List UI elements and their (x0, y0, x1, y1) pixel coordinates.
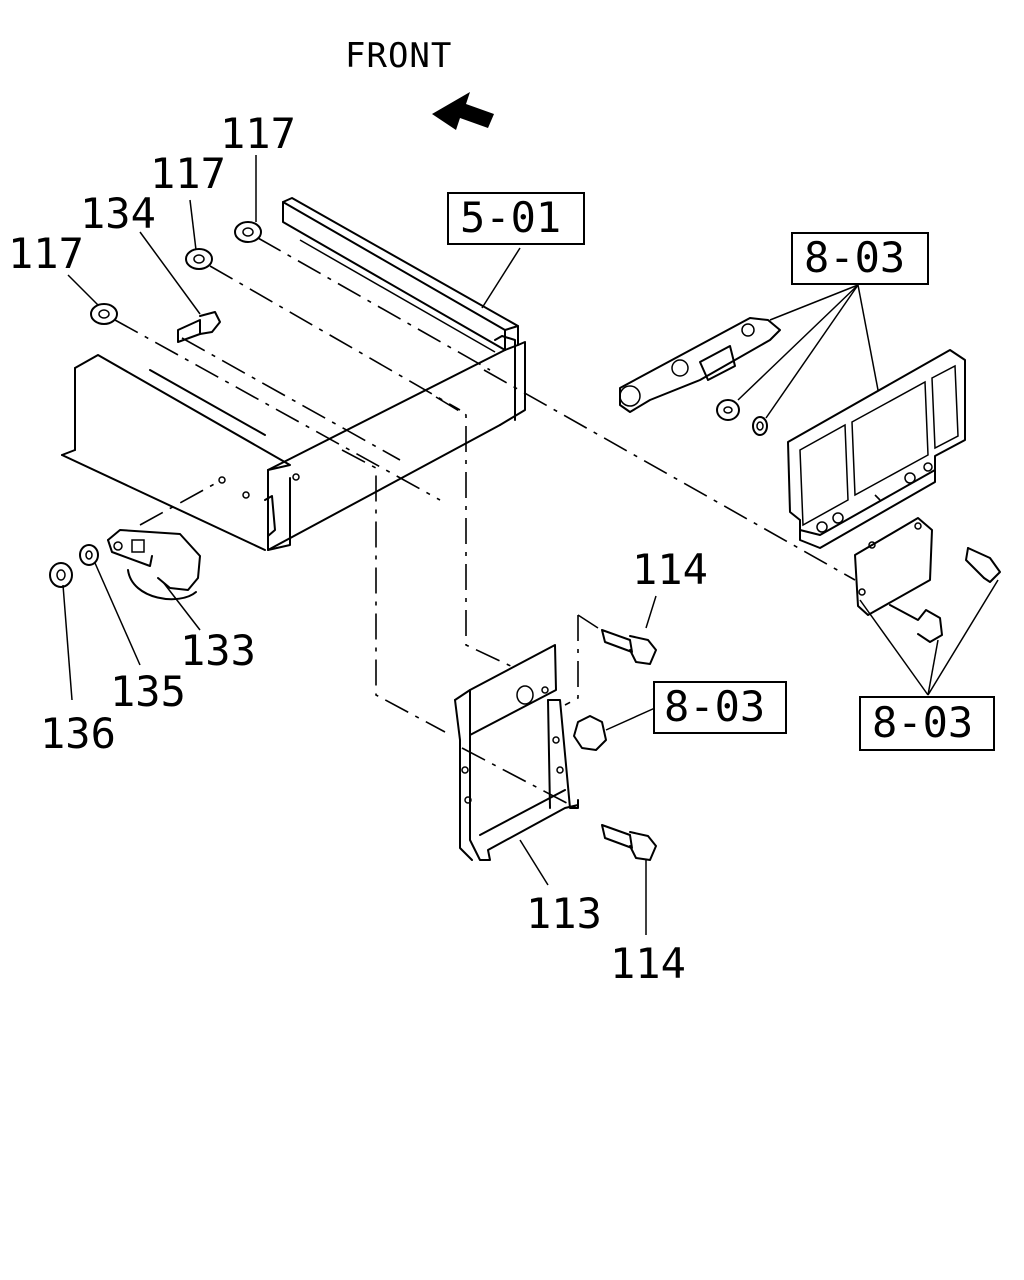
bolt-134-icon (177, 311, 221, 343)
callout-117-top: 117 (220, 109, 296, 158)
nut-117-mid-icon (185, 248, 213, 270)
plate-mount (854, 517, 933, 616)
ref-lamp-lower-label: 8-03 (872, 698, 973, 747)
callout-117-mid: 117 (150, 149, 226, 198)
ref-box-frame: 5-01 (447, 192, 585, 245)
leader-lines (62, 155, 999, 935)
nut-117-top-icon (234, 221, 262, 243)
rear-combination-lamp (787, 349, 966, 549)
nut-136-icon (49, 562, 73, 588)
callout-117-left: 117 (8, 229, 84, 278)
front-label: FRONT (345, 36, 452, 76)
ref-box-lamp-lower: 8-03 (859, 696, 995, 751)
frame-rail-lower (61, 354, 300, 551)
callout-136: 136 (40, 709, 116, 758)
front-arrow-icon (432, 92, 494, 130)
washer-135-icon (79, 544, 99, 566)
lamp-bracket-upper (619, 317, 781, 413)
ref-box-lamp-mid: 8-03 (653, 681, 787, 734)
ref-lamp-mid-label: 8-03 (664, 682, 765, 731)
lamp-nut-icon (716, 399, 740, 421)
callout-135: 135 (110, 667, 186, 716)
callout-133: 133 (180, 626, 256, 675)
ref-frame-label: 5-01 (460, 193, 561, 242)
ref-lamp-upper-label: 8-03 (804, 233, 905, 282)
ref-box-lamp-upper: 8-03 (791, 232, 929, 285)
plate-bolt-right-icon (965, 547, 1001, 583)
marker-lamp-icon (573, 715, 607, 751)
lamp-bracket-113 (454, 644, 579, 861)
tow-hook-133-icon (107, 529, 201, 601)
frame-rail-upper (267, 197, 526, 551)
bolt-114-lower-icon (601, 824, 657, 861)
callout-114-lower: 114 (610, 939, 686, 988)
callout-114-upper: 114 (632, 545, 708, 594)
plate-bolt-left-icon (889, 604, 943, 643)
bolt-114-upper-icon (601, 629, 657, 665)
callout-134: 134 (80, 189, 156, 238)
assembly-lines (114, 237, 881, 811)
callout-113: 113 (526, 889, 602, 938)
nut-117-left-icon (90, 303, 118, 325)
lamp-washer-icon (752, 416, 768, 436)
